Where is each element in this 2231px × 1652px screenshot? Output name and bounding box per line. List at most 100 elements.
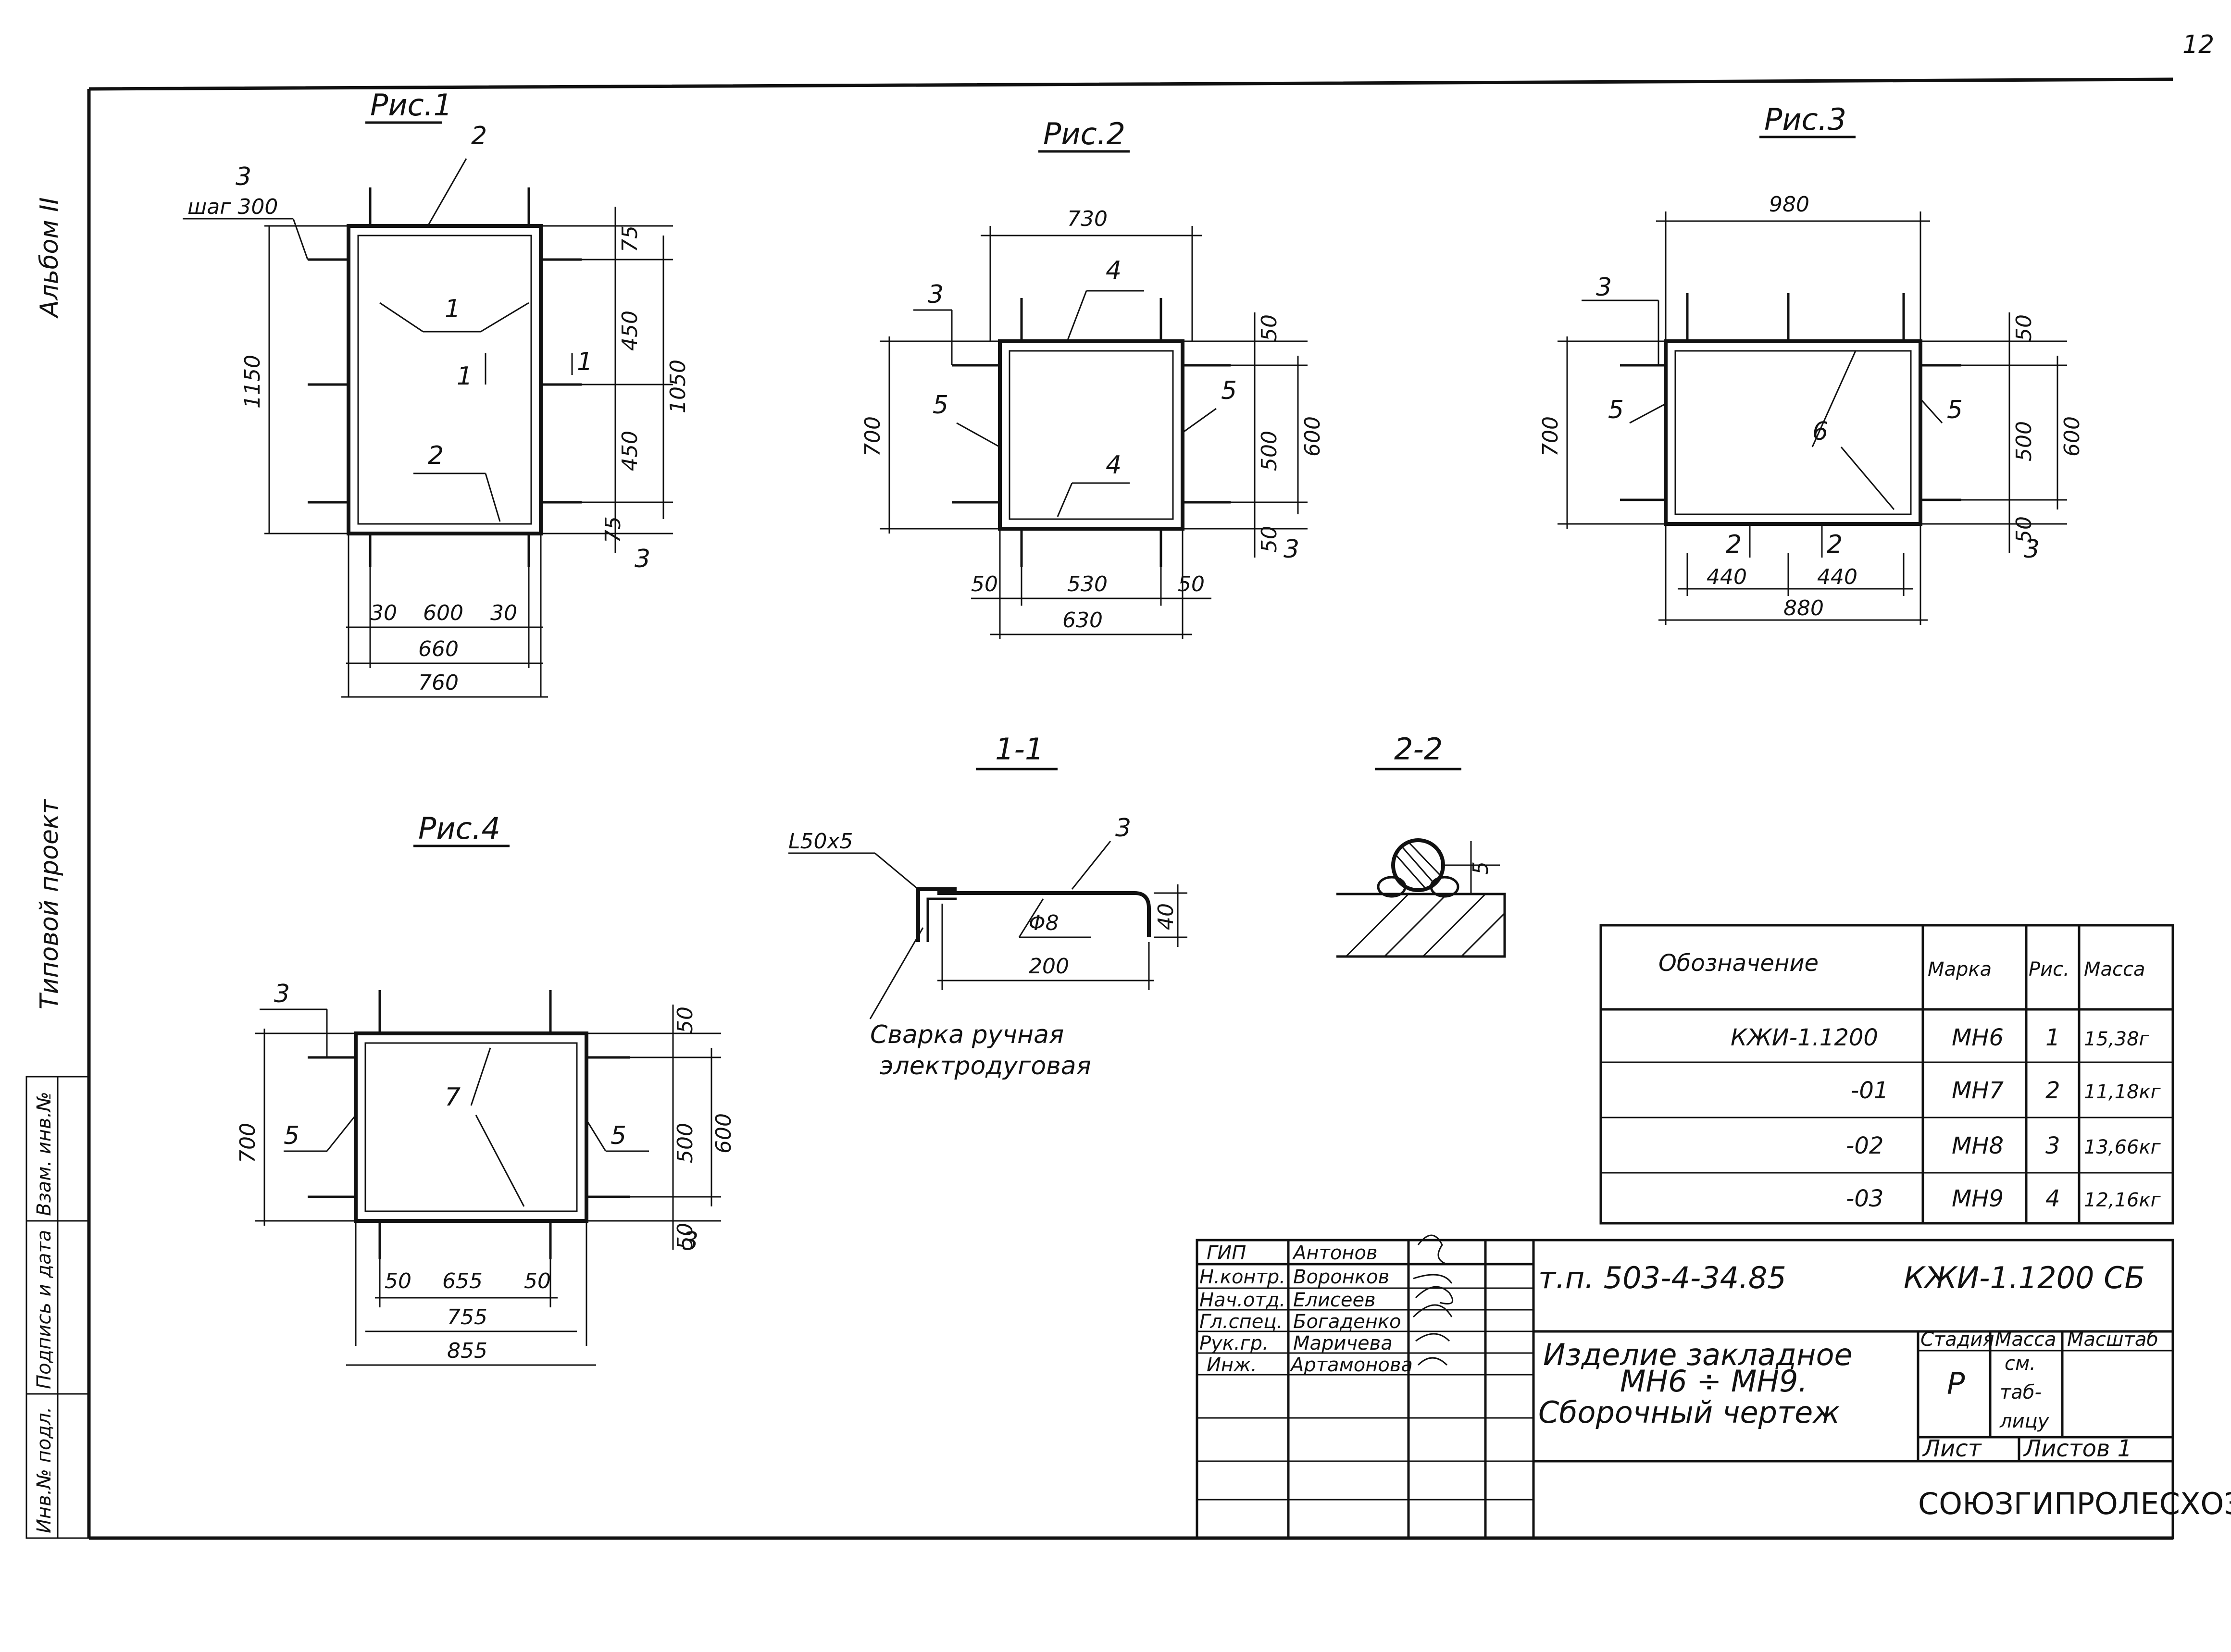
spec-row-1-mass: 15,38г bbox=[2084, 1028, 2150, 1050]
fig4-pos3: 3 bbox=[274, 980, 290, 1008]
fig3-dim-50b: 50 bbox=[2012, 516, 2036, 543]
fig2-dim-50b-w: 50 bbox=[1178, 572, 1205, 596]
fig4-dim-700: 700 bbox=[236, 1123, 260, 1163]
spec-table: Обозначение Марка Рис. Масса КЖИ-1.1200 … bbox=[1599, 924, 2174, 1225]
spec-row-4-mark: МН9 bbox=[1952, 1185, 2004, 1212]
tb-name-line2: МН6 ÷ МН9. bbox=[1620, 1364, 1807, 1399]
tb-name-line3: Сборочный чертеж bbox=[1538, 1395, 1840, 1430]
fig3-pos5-left: 5 bbox=[1608, 396, 1624, 424]
fig4-pos5-right: 5 bbox=[611, 1121, 626, 1150]
fig3-title: Рис.3 bbox=[1764, 102, 1846, 137]
fig4-title: Рис.4 bbox=[418, 811, 500, 846]
fig3-dim-440b: 440 bbox=[1817, 565, 1857, 589]
spec-row-3-fig: 3 bbox=[2045, 1132, 2060, 1159]
spec-header-mark: Марка bbox=[1928, 958, 1992, 981]
fig3-dim-600: 600 bbox=[2060, 416, 2084, 457]
fig2-pos3: 3 bbox=[928, 280, 944, 309]
signer-1-role: ГИП bbox=[1207, 1242, 1246, 1264]
spec-header-fig: Рис. bbox=[2029, 958, 2069, 981]
tb-mass-line1: см. bbox=[2005, 1353, 2036, 1375]
fig4-dim-600: 600 bbox=[711, 1113, 736, 1154]
spec-row-1-mark: МН6 bbox=[1952, 1024, 2004, 1051]
sheet-frame bbox=[87, 77, 2173, 1540]
fig1-pos2-bottom: 2 bbox=[428, 441, 444, 470]
signer-5-name: Маричева bbox=[1293, 1332, 1393, 1354]
sec11-title: 1-1 bbox=[995, 732, 1044, 767]
fig2-dim-50a: 50 bbox=[1257, 314, 1282, 341]
figure-4: Рис.4 3 5 5 7 700 50 500 600 50 3 50 655… bbox=[236, 811, 736, 1366]
fig4-pos3-right: 3 bbox=[683, 1227, 698, 1256]
tb-scale-header: Масштаб bbox=[2067, 1329, 2158, 1351]
spec-row-2-fig: 2 bbox=[2045, 1077, 2060, 1104]
spec-row-3-designation: -02 bbox=[1846, 1132, 1883, 1159]
fig4-pos5-left: 5 bbox=[284, 1121, 299, 1150]
fig3-dim-440a: 440 bbox=[1707, 565, 1747, 589]
spec-row-3-mass: 13,66кг bbox=[2084, 1136, 2161, 1158]
tb-mass-line2: таб- bbox=[2000, 1381, 2042, 1404]
sec22-title: 2-2 bbox=[1394, 732, 1443, 767]
tb-stage: Р bbox=[1947, 1366, 1965, 1401]
sec22-weld: 5 bbox=[1469, 861, 1493, 875]
signer-3-name: Елисеев bbox=[1293, 1289, 1376, 1311]
tb-sheet: Лист bbox=[1922, 1435, 1982, 1462]
fig4-dim-755: 755 bbox=[447, 1305, 487, 1329]
spec-header-mass: Масса bbox=[2084, 958, 2145, 981]
fig2-pos3-right: 3 bbox=[1284, 535, 1299, 564]
fig3-dim-500: 500 bbox=[2012, 421, 2036, 461]
fig4-dim-655: 655 bbox=[442, 1269, 483, 1293]
page-number: 12 bbox=[2182, 30, 2214, 59]
signer-4-role: Гл.спец. bbox=[1199, 1311, 1283, 1333]
sec11-weld-line2: электродуговая bbox=[880, 1052, 1091, 1081]
fig1-pitch: шаг 300 bbox=[187, 195, 278, 219]
tb-stage-header: Стадия bbox=[1920, 1329, 1994, 1351]
tb-project: т.п. 503-4-34.85 bbox=[1538, 1260, 1786, 1295]
fig3-dim-700: 700 bbox=[1538, 416, 1563, 457]
spec-row-2-mass: 11,18кг bbox=[2084, 1081, 2161, 1103]
fig1-sec-right: 1 bbox=[577, 348, 593, 376]
signer-6-role: Инж. bbox=[1207, 1354, 1257, 1376]
fig1-dim-450a: 450 bbox=[618, 311, 642, 351]
signer-6-name: Артамонова bbox=[1289, 1354, 1413, 1376]
title-block: ГИП Антонов Н.контр. Воронков Нач.отд. Е… bbox=[1196, 1234, 2231, 1540]
spec-row-2-designation: -01 bbox=[1851, 1077, 1888, 1104]
fig2-dim-50b: 50 bbox=[1257, 526, 1282, 553]
side-margin: Альбом II Типовой проект Инв.№ подл. Под… bbox=[25, 197, 90, 1539]
sec11-weld-line1: Сварка ручная bbox=[870, 1020, 1064, 1049]
section-2-2: 2-2 5 bbox=[1336, 732, 1506, 958]
fig4-dim-50b: 50 bbox=[673, 1223, 698, 1250]
tb-name-line1: Изделие закладное bbox=[1543, 1337, 1853, 1372]
fig1-dim-30a: 30 bbox=[370, 601, 397, 625]
fig4-dim-855: 855 bbox=[447, 1339, 487, 1363]
fig3-sec2-left: 2 bbox=[1726, 530, 1742, 559]
fig1-dim-600: 600 bbox=[423, 601, 463, 625]
fig2-title: Рис.2 bbox=[1043, 116, 1125, 151]
sec11-dim-200: 200 bbox=[1029, 954, 1069, 979]
fig2-dim-630: 630 bbox=[1062, 608, 1103, 633]
spec-row-3-mark: МН8 bbox=[1952, 1132, 2004, 1159]
signer-2-role: Н.контр. bbox=[1199, 1266, 1285, 1288]
signer-1-name: Антонов bbox=[1292, 1242, 1378, 1264]
fig1-dim-1050: 1050 bbox=[666, 360, 690, 413]
fig1-pos3: 3 bbox=[236, 162, 251, 191]
signer-5-role: Рук.гр. bbox=[1199, 1332, 1269, 1354]
fig1-dim-1150: 1150 bbox=[240, 355, 265, 409]
sec11-angle: L50x5 bbox=[788, 829, 853, 854]
fig1-pos3-right: 3 bbox=[635, 545, 650, 573]
fig3-sec2-right: 2 bbox=[1827, 530, 1843, 559]
fig4-dim-50a: 50 bbox=[673, 1006, 698, 1033]
album-label: Альбом II bbox=[35, 197, 64, 319]
spec-row-4-mass: 12,16кг bbox=[2084, 1189, 2161, 1211]
fig1-dim-760: 760 bbox=[418, 671, 459, 695]
fig1-dim-660: 660 bbox=[418, 637, 459, 661]
figure-3: Рис.3 3 5 5 6 2 2 980 700 50 500 600 50 … bbox=[1538, 102, 2084, 625]
fig2-pos4-bottom: 4 bbox=[1106, 451, 1122, 480]
spec-row-1-designation: КЖИ-1.1200 bbox=[1731, 1024, 1878, 1051]
fig1-pos2-top: 2 bbox=[471, 122, 487, 150]
fig1-dim-450b: 450 bbox=[618, 431, 642, 471]
sec11-pos3: 3 bbox=[1115, 814, 1131, 843]
side-stamp-replace: Взам. инв.№ bbox=[33, 1092, 55, 1216]
tb-mass-header: Масса bbox=[1995, 1329, 2057, 1351]
fig2-dim-600: 600 bbox=[1300, 416, 1325, 457]
fig1-pos1: 1 bbox=[445, 295, 461, 323]
